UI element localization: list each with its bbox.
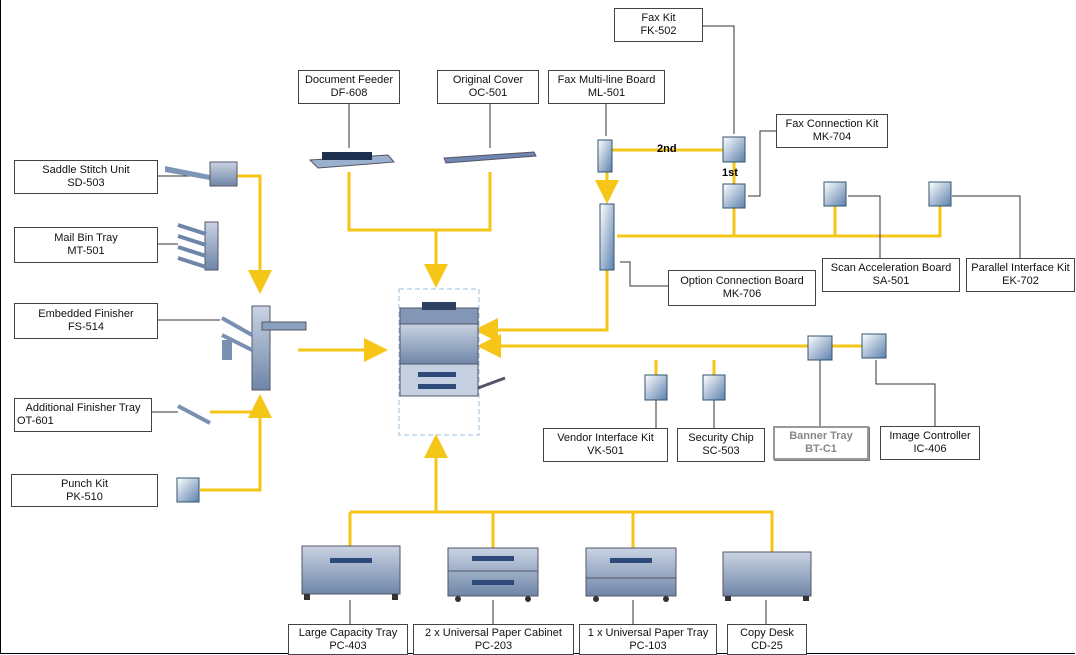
connector-lines xyxy=(200,148,942,552)
label-banner-tray: Banner Tray BT-C1 xyxy=(773,426,869,460)
original-cover-image xyxy=(443,151,537,164)
label-option-connection-board: Option Connection Board MK-706 xyxy=(668,270,816,306)
embedded-finisher-image xyxy=(221,305,307,391)
label-document-feeder: Document Feeder DF-608 xyxy=(298,70,400,104)
paper-cabinet-image xyxy=(447,547,539,602)
copy-desk-image xyxy=(722,551,812,601)
label-original-cover: Original Cover OC-501 xyxy=(437,70,539,104)
label-additional-finisher-tray: Additional Finisher Tray OT-601 xyxy=(14,398,152,432)
label-copy-desk: Copy Desk CD-25 xyxy=(727,624,807,655)
parallel-interface-board xyxy=(928,181,952,207)
device-pictograms xyxy=(165,151,812,602)
tag-second: 2nd xyxy=(657,143,677,155)
label-parallel-interface-kit: Parallel Interface Kit EK-702 xyxy=(966,258,1075,292)
label-security-chip: Security Chip SC-503 xyxy=(677,428,765,462)
label-mail-bin-tray: Mail Bin Tray MT-501 xyxy=(14,227,158,263)
banner-tray-module xyxy=(807,335,833,361)
label-paper-cabinet: 2 x Universal Paper Cabinet PC-203 xyxy=(413,624,574,655)
label-embedded-finisher: Embedded Finisher FS-514 xyxy=(14,303,158,339)
label-punch-kit: Punch Kit PK-510 xyxy=(11,474,158,507)
additional-finisher-tray-image xyxy=(177,404,211,425)
label-paper-tray: 1 x Universal Paper Tray PC-103 xyxy=(579,624,717,655)
label-fax-kit: Fax Kit FK-502 xyxy=(614,8,703,42)
leader-lines xyxy=(152,25,1021,624)
punch-kit-module xyxy=(176,477,200,503)
vendor-interface-module xyxy=(644,374,668,401)
fax-connection-board xyxy=(722,183,746,209)
label-image-controller: Image Controller IC-406 xyxy=(880,426,980,460)
image-controller-module xyxy=(861,333,887,359)
option-connection-board xyxy=(599,203,615,271)
label-large-capacity-tray: Large Capacity Tray PC-403 xyxy=(288,624,408,655)
label-vendor-interface-kit: Vendor Interface Kit VK-501 xyxy=(543,428,668,462)
label-fax-connection-kit: Fax Connection Kit MK-704 xyxy=(776,114,888,148)
saddle-stitch-unit-image xyxy=(165,161,238,187)
label-saddle-stitch-unit: Saddle Stitch Unit SD-503 xyxy=(14,160,158,194)
document-feeder-image xyxy=(308,152,396,169)
mail-bin-tray-image xyxy=(177,221,219,271)
board-modules xyxy=(176,136,952,503)
large-capacity-tray-image xyxy=(301,545,401,600)
main-copier-image xyxy=(398,288,506,436)
label-scan-acceleration-board: Scan Acceleration Board SA-501 xyxy=(822,258,960,292)
scan-acceleration-board xyxy=(823,181,847,207)
fax-kit-board xyxy=(722,136,746,163)
fax-multiline-board xyxy=(597,139,613,173)
label-fax-multiline-board: Fax Multi-line Board ML-501 xyxy=(548,70,665,104)
tag-first: 1st xyxy=(722,167,738,179)
security-chip-module xyxy=(702,374,726,401)
paper-tray-image xyxy=(585,547,677,602)
